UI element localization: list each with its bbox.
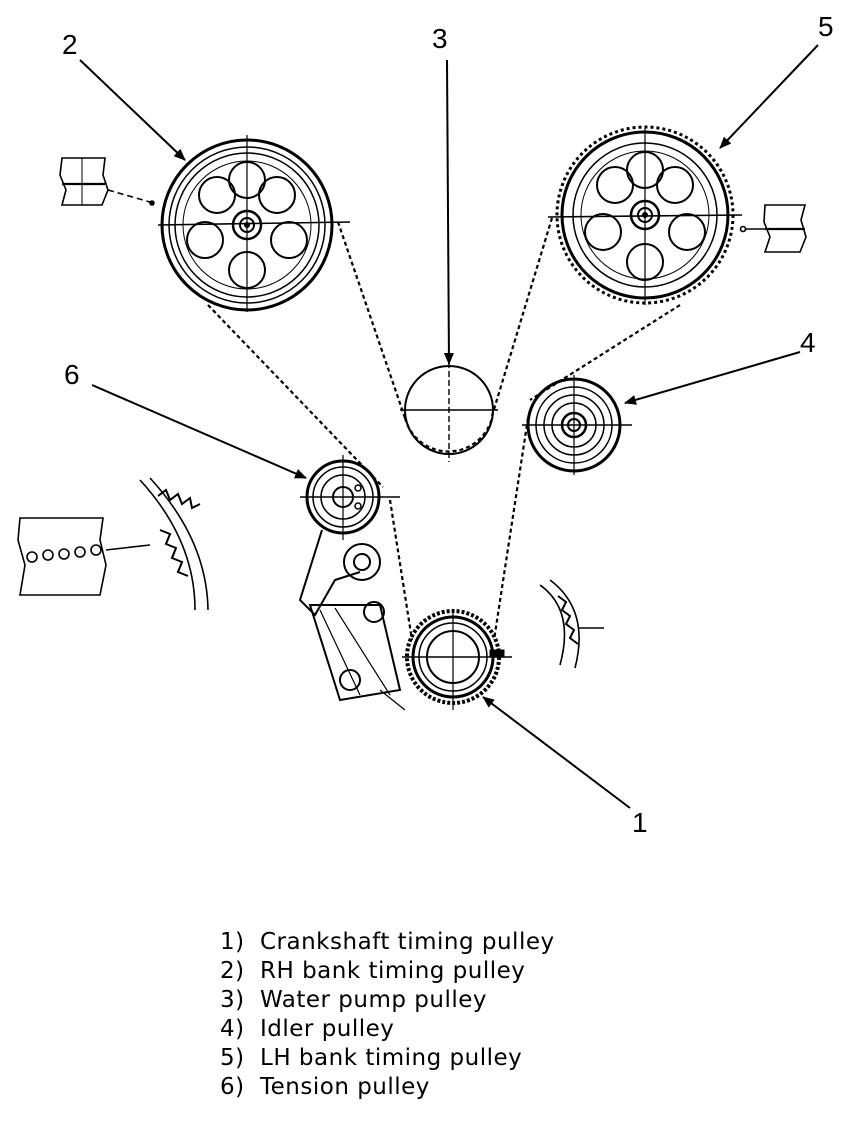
tension-pulley	[300, 455, 400, 540]
legend-label: Water pump pulley	[260, 987, 488, 1013]
callout-4: 4	[800, 327, 816, 358]
rh-timing-mark-detail	[59, 157, 155, 206]
legend-label: Crankshaft timing pulley	[260, 929, 555, 955]
legend-number: 3)	[220, 987, 245, 1013]
lh-bank-timing-pulley	[547, 125, 743, 305]
legend-number: 1)	[220, 929, 245, 955]
leader-5	[719, 44, 819, 149]
legend-number: 2)	[220, 958, 245, 984]
tensioner-bracket	[298, 529, 406, 711]
legend-item: 4) Idler pulley	[220, 1015, 555, 1044]
legend-number: 6)	[220, 1074, 245, 1100]
legend-label: RH bank timing pulley	[260, 958, 526, 984]
rh-bank-timing-pulley	[157, 135, 351, 312]
legend-label: LH bank timing pulley	[260, 1045, 523, 1071]
legend-number: 4)	[220, 1016, 245, 1042]
legend-item: 3) Water pump pulley	[220, 986, 555, 1015]
legend-number: 5)	[220, 1045, 245, 1071]
leader-6	[91, 384, 307, 479]
leader-3	[443, 59, 454, 365]
callout-2: 2	[62, 29, 78, 60]
idler-pulley	[522, 375, 632, 475]
timing-belt-diagram: 1 2 3 4 5 6	[17, 11, 834, 838]
callout-1: 1	[632, 807, 648, 838]
legend: 1) Crankshaft timing pulley 2) RH bank tim…	[220, 928, 555, 1102]
callout-6: 6	[64, 359, 80, 390]
legend-label: Idler pulley	[260, 1016, 395, 1042]
legend-item: 2) RH bank timing pulley	[220, 957, 555, 986]
leader-2	[79, 59, 186, 161]
legend-item: 6) Tension pulley	[220, 1073, 555, 1102]
crankshaft-timing-pulley	[402, 609, 512, 710]
leader-4	[624, 351, 801, 405]
belt-marking-detail	[17, 477, 209, 611]
crank-mark-detail	[539, 579, 604, 669]
lh-timing-mark-detail	[739, 204, 807, 253]
leader-1	[482, 696, 631, 809]
timing-belt	[207, 217, 681, 641]
legend-label: Tension pulley	[260, 1074, 430, 1100]
callout-leaders	[79, 44, 819, 809]
callout-5: 5	[818, 11, 834, 42]
legend-item: 1) Crankshaft timing pulley	[220, 928, 555, 957]
callout-3: 3	[432, 23, 448, 54]
water-pump-pulley	[400, 362, 498, 462]
legend-item: 5) LH bank timing pulley	[220, 1044, 555, 1073]
